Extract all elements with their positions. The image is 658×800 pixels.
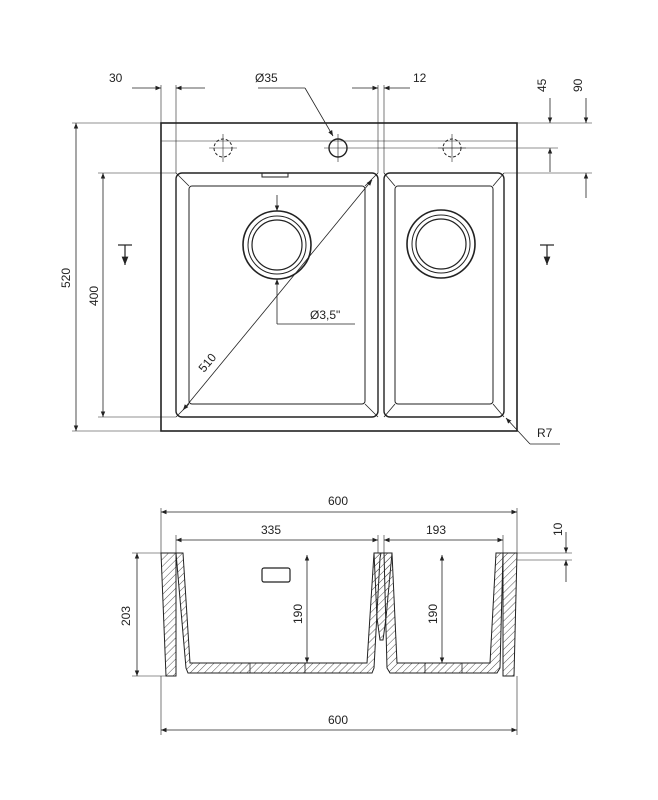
top-view: 30 Ø35 12 45 90 520 400: [59, 71, 592, 445]
section-right-bowl: [383, 552, 504, 674]
tap-hole-left: [209, 134, 237, 162]
dim-tap-hole-from-top: 45: [535, 78, 549, 92]
dim-section-rim-thickness: 10: [551, 522, 565, 536]
section-left-bowl: [175, 552, 382, 674]
dim-top-edge-depth: 90: [571, 78, 585, 92]
dim-overall-depth: 520: [59, 268, 73, 288]
right-drain: [406, 209, 476, 279]
dim-tap-hole-diameter: Ø35: [255, 71, 278, 85]
overflow-slot: [261, 172, 289, 178]
tap-hole-center: [324, 134, 352, 162]
dim-bowl-depth: 400: [87, 286, 101, 306]
dim-divider-offset: 12: [413, 71, 427, 85]
dim-section-width-bottom: 600: [328, 713, 348, 727]
dim-section-right-bowl-width: 193: [426, 523, 446, 537]
section-right-wall: [502, 552, 518, 677]
dim-section-left-bowl-depth: 190: [291, 604, 305, 624]
dim-section-right-bowl-depth: 190: [426, 604, 440, 624]
section-left-wall: [160, 552, 177, 677]
dim-diagonal: 510: [196, 350, 220, 375]
dim-drain-diameter: Ø3,5": [310, 308, 340, 322]
section-marker-left: [118, 244, 132, 265]
left-bowl: [175, 172, 379, 418]
section-marker-right: [540, 244, 554, 265]
left-drain: [242, 210, 312, 280]
dim-corner-radius: R7: [537, 426, 553, 440]
dim-section-width-top: 600: [328, 494, 348, 508]
right-bowl: [383, 172, 505, 418]
section-overflow-slot: [261, 567, 291, 583]
dim-left-offset: 30: [109, 71, 123, 85]
dim-section-left-bowl-width: 335: [261, 523, 281, 537]
sink-outline: [160, 122, 518, 432]
dim-section-overall-height: 203: [119, 606, 133, 626]
section-view: 600 335 193 10 203 190 190: [119, 494, 572, 735]
